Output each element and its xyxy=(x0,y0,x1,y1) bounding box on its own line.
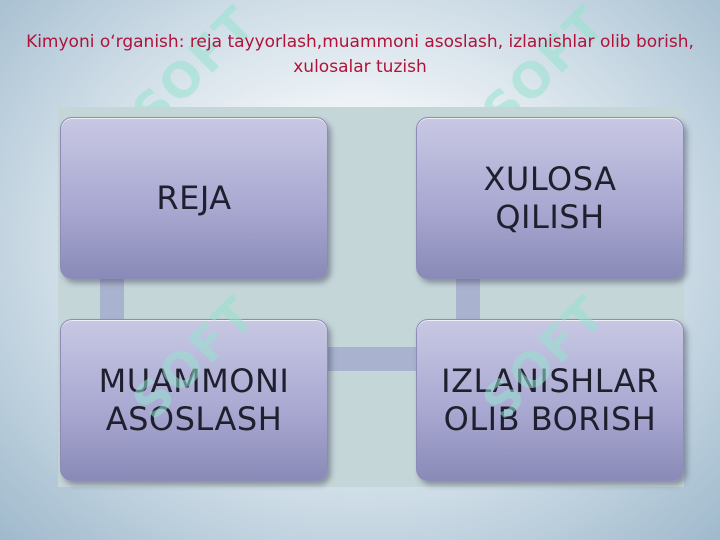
step-box-muammoni: MUAMMONI ASOSLASH xyxy=(60,319,328,481)
connector-right xyxy=(456,277,480,321)
diagram-panel: REJA XULOSA QILISH MUAMMONI ASOSLASH IZL… xyxy=(58,107,684,487)
step-label: IZLANISHLAR OLIB BORISH xyxy=(441,362,659,438)
step-box-izlanish: IZLANISHLAR OLIB BORISH xyxy=(416,319,684,481)
step-box-reja: REJA xyxy=(60,117,328,279)
step-label: MUAMMONI ASOSLASH xyxy=(98,362,290,438)
step-label: REJA xyxy=(156,179,232,217)
page-title: Kimyoni o‘rganish: reja tayyorlash,muamm… xyxy=(26,32,694,77)
step-box-xulosa: XULOSA QILISH xyxy=(416,117,684,279)
step-label: XULOSA QILISH xyxy=(483,160,617,236)
connector-left xyxy=(100,277,124,321)
connector-middle xyxy=(326,347,418,371)
